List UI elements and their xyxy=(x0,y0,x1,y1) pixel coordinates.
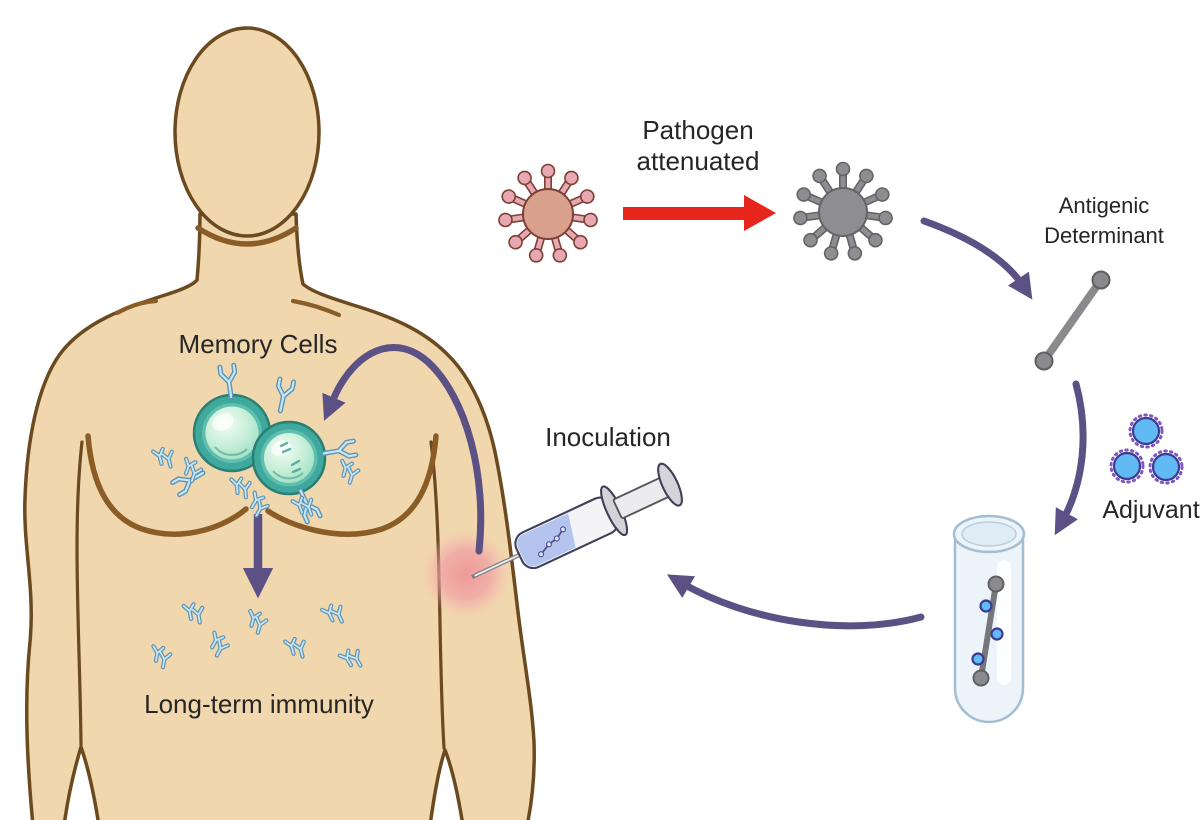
attenuation-arrow-icon xyxy=(623,195,776,231)
right-pectoral-line xyxy=(265,433,439,537)
left-pectoral-line xyxy=(85,433,249,537)
antigenic-determinant-label-line2: Determinant xyxy=(1044,223,1164,248)
chin-shadow-line xyxy=(195,225,299,247)
memory-cell-right xyxy=(251,420,327,496)
left-arm-separation-line xyxy=(75,440,84,747)
tube-highlight xyxy=(997,560,1011,685)
pathogen-attenuated-label-line1: Pathogen xyxy=(642,115,753,145)
pathogen-attenuated-label-line2: attenuated xyxy=(637,146,760,176)
left-clavicle-line xyxy=(114,298,159,316)
intracellular-antibody-marks xyxy=(279,441,302,474)
adjuvant-label: Adjuvant xyxy=(1102,496,1199,524)
memory-cells-icon xyxy=(153,365,360,522)
human-figure xyxy=(23,26,536,820)
test-tube-icon xyxy=(952,514,1026,724)
arrow-pathogen-to-determinant xyxy=(920,217,1033,300)
inoculation-label: Inoculation xyxy=(545,422,671,452)
syringe-thumb-pad xyxy=(657,462,683,507)
arrow-determinant-to-test-tube xyxy=(1054,380,1087,536)
attenuated-pathogen-icon xyxy=(792,161,894,263)
vaccine-molecules-in-liquid xyxy=(538,526,567,558)
injection-site-blush xyxy=(422,530,510,618)
head xyxy=(173,26,321,238)
vaccine-antigen-in-tube xyxy=(971,575,1005,687)
memory-cells-label: Memory Cells xyxy=(179,329,338,359)
antigenic-determinant-icon xyxy=(1034,270,1111,371)
memory-cell-left xyxy=(192,393,272,473)
antigenic-determinant-label-line1: Antigenic xyxy=(1059,193,1150,218)
adjuvant-icon xyxy=(1109,413,1184,485)
arrow-injection-to-memory-cells xyxy=(322,344,485,555)
right-clavicle-line xyxy=(290,298,342,318)
syringe-liquid xyxy=(517,513,576,567)
syringe-icon xyxy=(471,462,683,579)
arrow-test-tube-to-syringe xyxy=(666,574,925,630)
pathogen-icon xyxy=(497,163,599,265)
long-term-immunity-label: Long-term immunity xyxy=(144,689,374,719)
